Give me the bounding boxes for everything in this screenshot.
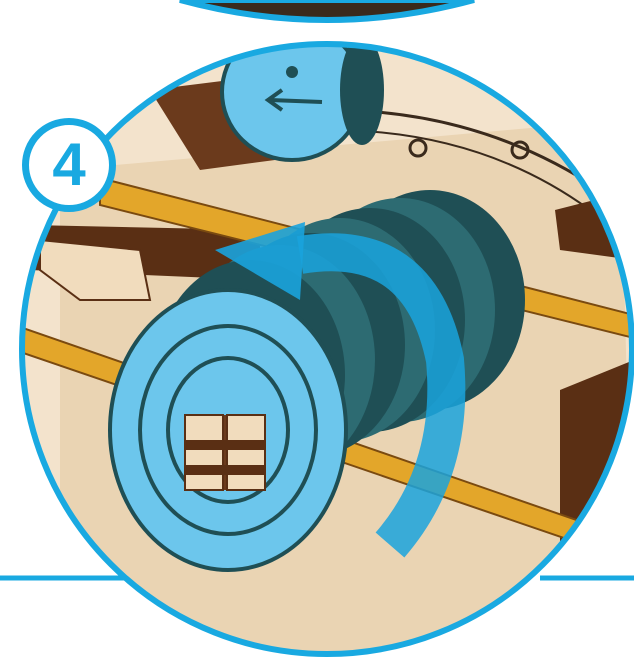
previous-step-circle-edge — [180, 0, 474, 20]
axle-square — [185, 415, 265, 490]
step-number-badge: 4 — [22, 118, 116, 212]
